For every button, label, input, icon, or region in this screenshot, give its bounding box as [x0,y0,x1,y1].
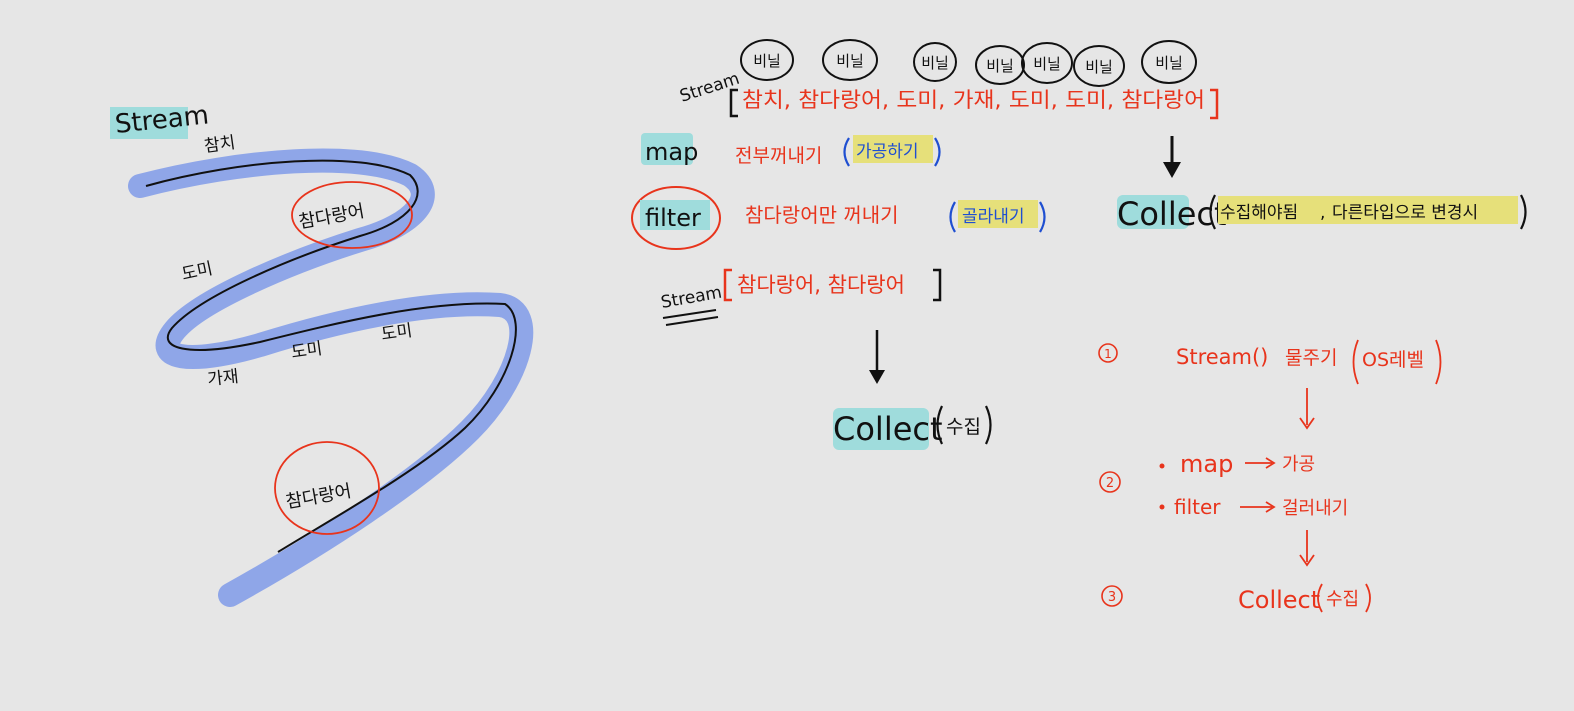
arrow-head [1265,501,1276,513]
vinyl-label: 비닐 [1085,58,1113,76]
paren-close [1039,201,1046,233]
paren-close [1520,194,1527,230]
map-note: 가공하기 [856,142,919,162]
left-item-chamchi: 참치 [203,133,237,157]
river-line [145,159,517,553]
vinyl-circle [822,39,878,81]
filter-highlight [640,200,710,230]
arrow-down-right [1163,136,1181,178]
underline-stream2 [662,309,719,326]
left-item-doi-2: 도미 [290,339,324,363]
step-1-number: 1 [1104,347,1112,361]
collect-right-comma: , [1320,203,1325,223]
vinyl-circle [1141,40,1197,84]
filter-note-highlight [958,200,1038,228]
vinyl-label: 비닐 [1033,55,1061,73]
vinyl-circle [1073,45,1125,87]
left-stream-label: Stream [114,100,211,140]
map-highlight [641,133,693,165]
left-item-doi-3: 도미 [380,321,414,345]
bracket-left [723,268,732,302]
step-2-filter: filter [1174,495,1221,519]
step-3-text: Collect [1238,586,1320,614]
step-3-circle [1101,585,1123,607]
map-note-highlight [853,135,933,163]
left-item-chamdarangeo-2: 참다랑어 [284,481,353,513]
stream2-label: Stream [659,283,723,313]
circle-chamdarangeo-2 [274,441,380,535]
vinyl-label: 비닐 [986,57,1014,75]
arrow-head [1265,457,1276,469]
arrow-head [1299,554,1315,567]
paren-close [985,405,992,445]
collect-right-label: Collect [1117,195,1227,233]
filter-label: filter [645,204,701,232]
stream-items: 참치, 참다랑어, 도미, 가재, 도미, 도미, 참다랑어 [742,88,1205,112]
step-2-circle [1099,471,1121,493]
step-2-map: map [1180,450,1233,478]
paren-close [1365,583,1371,613]
vinyl-circle [740,39,794,81]
filter-desc: 참다랑어만 꺼내기 [745,203,899,227]
arrow-head [1299,417,1315,430]
vinyl-label: 비닐 [921,54,949,72]
filter-circle [631,186,721,250]
paren-open [1317,583,1323,613]
bracket-right [1210,88,1219,120]
vinyl-circle [975,45,1025,85]
left-item-doi-1: 도미 [180,259,215,285]
step-1-desc: 물주기 [1285,347,1337,369]
vinyl-label: 비닐 [753,52,781,70]
paren-open [1352,339,1359,385]
circle-chamdarangeo-1 [291,181,413,249]
bracket-right [933,268,942,302]
collect-note: 수집 [946,416,981,438]
collect-highlight [833,408,929,450]
step-3-note: 수집 [1326,589,1359,610]
vinyl-circle [1021,42,1073,84]
map-desc: 전부꺼내기 [735,145,822,167]
vinyl-circle [913,42,957,82]
vinyl-label: 비닐 [836,52,864,70]
map-label: map [645,138,698,166]
stream2-items: 참다랑어, 참다랑어 [737,273,905,297]
collect-right-highlight [1117,195,1189,229]
paren-open [949,201,956,233]
bracket-left [729,88,738,118]
bullet-dot [1159,504,1165,510]
river-drawing [128,148,534,607]
arrow-down-center [869,330,885,384]
step-2-map-result: 가공 [1282,454,1315,475]
filter-note: 골라내기 [962,207,1025,227]
paren-close [1435,339,1442,385]
paren-open [936,405,943,445]
step-1-text: Stream() [1176,345,1268,369]
paren-open [1209,194,1216,230]
collect-label: Collect [833,410,943,448]
step-1-circle [1098,343,1118,363]
paren-close [934,137,941,167]
step-1-note: OS레벨 [1362,349,1424,371]
paren-open [843,137,850,167]
stream-label: Stream [677,69,742,107]
collect-right-note-a: 수집해야됨 [1220,203,1298,223]
step-2-number: 2 [1106,476,1114,491]
collect-right-note-highlight [1218,196,1518,224]
step-3-number: 3 [1108,590,1116,605]
step-2-filter-result: 걸러내기 [1282,498,1348,519]
collect-right-note-b: 다른타입으로 변경시 [1332,203,1478,223]
left-item-chamdarangeo-1: 참다랑어 [297,201,366,233]
stream-highlight [110,107,188,139]
left-item-gajae: 가재 [206,367,239,390]
bullet-dot [1159,463,1165,469]
steps-diagram: 1 Stream() 물주기 OS레벨 2 map 가공 filter 걸러내기… [1098,339,1442,614]
vinyl-row: 비닐 비닐 비닐 비닐 비닐 비닐 비닐 [740,39,1197,87]
vinyl-label: 비닐 [1155,54,1183,72]
